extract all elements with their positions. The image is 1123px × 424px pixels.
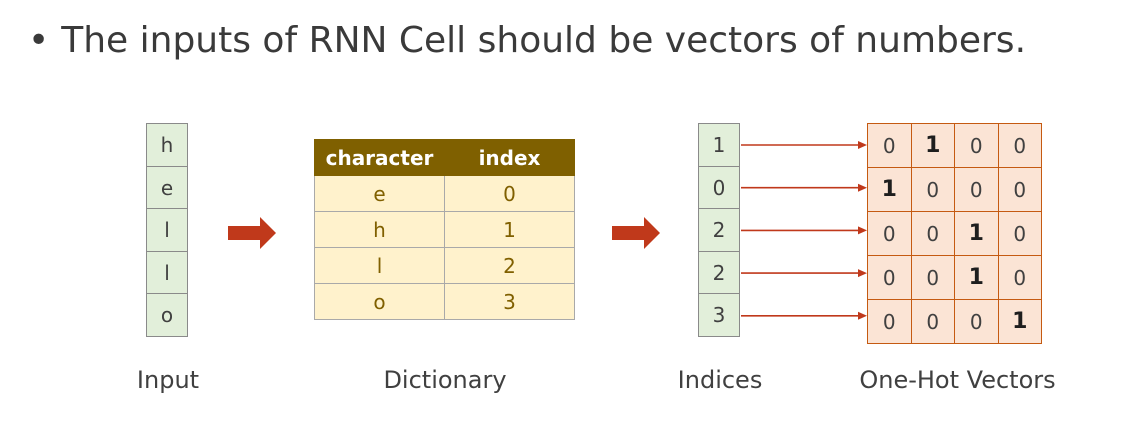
dictionary-row: l 2 <box>314 247 575 284</box>
row-arrowhead-icon <box>858 311 867 320</box>
one-hot-cell: 1 <box>955 212 999 256</box>
one-hot-cell: 1 <box>911 124 955 168</box>
row-arrowhead-icon <box>858 141 867 149</box>
index-value-cell: 1 <box>698 123 740 167</box>
one-hot-cell: 0 <box>911 168 955 212</box>
row-arrowhead-icon <box>858 183 867 192</box>
indices-column: 1 0 2 2 3 <box>698 123 740 337</box>
dictionary-index: 3 <box>444 283 575 320</box>
index-value-cell: 2 <box>698 208 740 252</box>
one-hot-cell: 0 <box>911 212 955 256</box>
one-hot-cell: 0 <box>998 124 1042 168</box>
one-hot-cell: 1 <box>998 300 1042 344</box>
one-hot-caption: One-Hot Vectors <box>859 366 1056 394</box>
dictionary-character: e <box>314 175 445 212</box>
dictionary-character: l <box>314 247 445 284</box>
dictionary-to-indices-arrow-icon <box>612 217 660 249</box>
one-hot-cell: 0 <box>911 300 955 344</box>
input-char-cell: e <box>146 165 188 210</box>
one-hot-cell: 0 <box>998 212 1042 256</box>
index-value-cell: 0 <box>698 165 740 210</box>
input-char-cell: o <box>146 293 188 337</box>
dictionary-header-row: character index <box>314 139 575 176</box>
row-arrow-group <box>741 141 867 320</box>
dictionary-index: 0 <box>444 175 575 212</box>
dictionary-header-index: index <box>444 139 575 176</box>
dictionary-character: o <box>314 283 445 320</box>
dictionary-header-character: character <box>314 139 445 176</box>
one-hot-cell: 0 <box>911 256 955 300</box>
dictionary-table: character index e 0 h 1 l 2 o 3 <box>314 139 575 320</box>
input-char-cell: l <box>146 250 188 295</box>
dictionary-caption: Dictionary <box>383 366 507 394</box>
one-hot-cell: 0 <box>998 168 1042 212</box>
input-caption: Input <box>136 366 200 394</box>
one-hot-cell: 0 <box>955 168 999 212</box>
indices-caption: Indices <box>677 366 763 394</box>
dictionary-index: 2 <box>444 247 575 284</box>
one-hot-cell: 0 <box>955 124 999 168</box>
index-value-cell: 3 <box>698 293 740 337</box>
row-arrowhead-icon <box>858 269 867 278</box>
input-column: h e l l o <box>146 123 188 337</box>
dictionary-row: e 0 <box>314 175 575 212</box>
slide-heading: • The inputs of RNN Cell should be vecto… <box>28 14 1026 66</box>
one-hot-cell: 0 <box>955 300 999 344</box>
one-hot-cell: 0 <box>868 124 912 168</box>
one-hot-cell: 0 <box>868 300 912 344</box>
heading-text: The inputs of RNN Cell should be vectors… <box>61 19 1027 61</box>
bullet-marker: • <box>28 19 50 61</box>
one-hot-cell: 1 <box>868 168 912 212</box>
one-hot-cell: 0 <box>998 256 1042 300</box>
dictionary-row: o 3 <box>314 283 575 320</box>
index-value-cell: 2 <box>698 250 740 295</box>
one-hot-cell: 1 <box>955 256 999 300</box>
row-arrowhead-icon <box>858 226 867 235</box>
input-to-dictionary-arrow-icon <box>228 217 276 249</box>
input-char-cell: h <box>146 123 188 167</box>
one-hot-cell: 0 <box>868 256 912 300</box>
input-char-cell: l <box>146 208 188 252</box>
one-hot-cell: 0 <box>868 212 912 256</box>
